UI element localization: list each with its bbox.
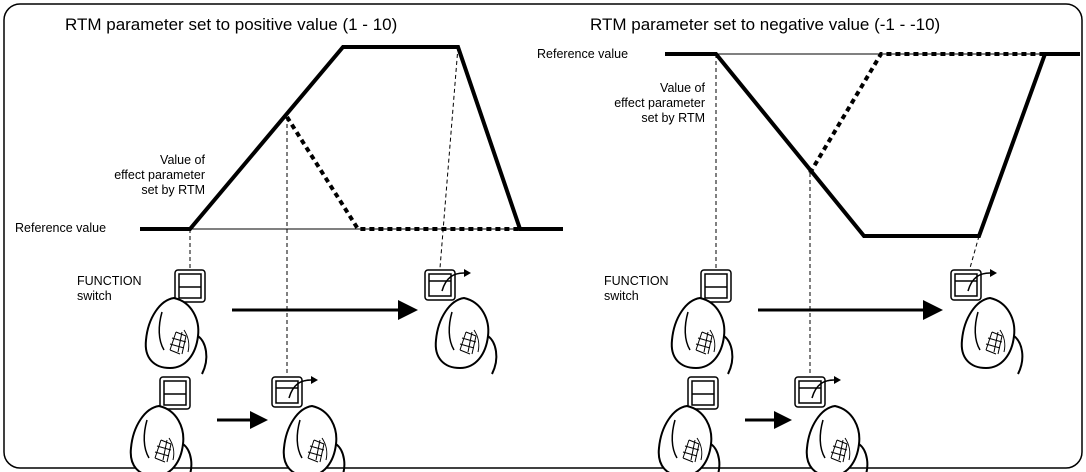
right-arrow-head-icon bbox=[250, 411, 268, 429]
diagram-frame bbox=[3, 3, 1083, 469]
left-panel-title: RTM parameter set to positive value (1 -… bbox=[65, 15, 397, 34]
function-switch-pressed-icon bbox=[950, 268, 998, 301]
pressing-finger-icon bbox=[670, 297, 734, 375]
left-reference-label: Reference value bbox=[15, 221, 106, 235]
right-arrow-head-icon bbox=[774, 411, 792, 429]
right-solid-curve bbox=[665, 52, 1080, 238]
pressing-finger-icon bbox=[960, 297, 1024, 375]
right-dashed-curve bbox=[808, 52, 1045, 175]
left-effect-label-2: effect parameter bbox=[114, 168, 205, 182]
pressing-finger-icon bbox=[805, 405, 869, 472]
function-switch-icon bbox=[159, 376, 191, 410]
right-function-label-1: FUNCTION bbox=[604, 274, 669, 288]
left-solid-curve bbox=[140, 45, 563, 231]
right-arrow-head-icon bbox=[398, 300, 418, 320]
pressing-finger-icon bbox=[144, 297, 208, 375]
function-switch-icon bbox=[174, 269, 206, 303]
left-function-label-1: FUNCTION bbox=[77, 274, 142, 288]
left-effect-label-3: set by RTM bbox=[141, 183, 205, 197]
pressing-finger-icon bbox=[434, 297, 498, 375]
function-switch-icon bbox=[700, 269, 732, 303]
right-effect-label-1: Value of bbox=[660, 81, 705, 95]
right-effect-label-3: set by RTM bbox=[641, 111, 705, 125]
left-function-label-2: switch bbox=[77, 289, 112, 303]
function-switch-pressed-icon bbox=[271, 375, 319, 408]
left-panel: RTM parameter set to positive value (1 -… bbox=[15, 15, 563, 472]
pressing-finger-icon bbox=[657, 405, 721, 472]
right-panel: RTM parameter set to negative value (-1 … bbox=[537, 15, 1080, 472]
left-dashed-curve bbox=[285, 115, 520, 231]
function-switch-icon bbox=[687, 376, 719, 410]
function-switch-pressed-icon bbox=[794, 375, 842, 408]
left-guide-3 bbox=[439, 46, 459, 269]
right-reference-label: Reference value bbox=[537, 47, 628, 61]
pressing-finger-icon bbox=[282, 405, 346, 472]
right-panel-title: RTM parameter set to negative value (-1 … bbox=[590, 15, 940, 34]
function-switch-pressed-icon bbox=[424, 268, 472, 301]
right-guide-3 bbox=[969, 235, 980, 269]
left-effect-label-1: Value of bbox=[160, 153, 205, 167]
right-function-label-2: switch bbox=[604, 289, 639, 303]
right-arrow-head-icon bbox=[923, 300, 943, 320]
right-effect-label-2: effect parameter bbox=[614, 96, 705, 110]
pressing-finger-icon bbox=[129, 405, 193, 472]
